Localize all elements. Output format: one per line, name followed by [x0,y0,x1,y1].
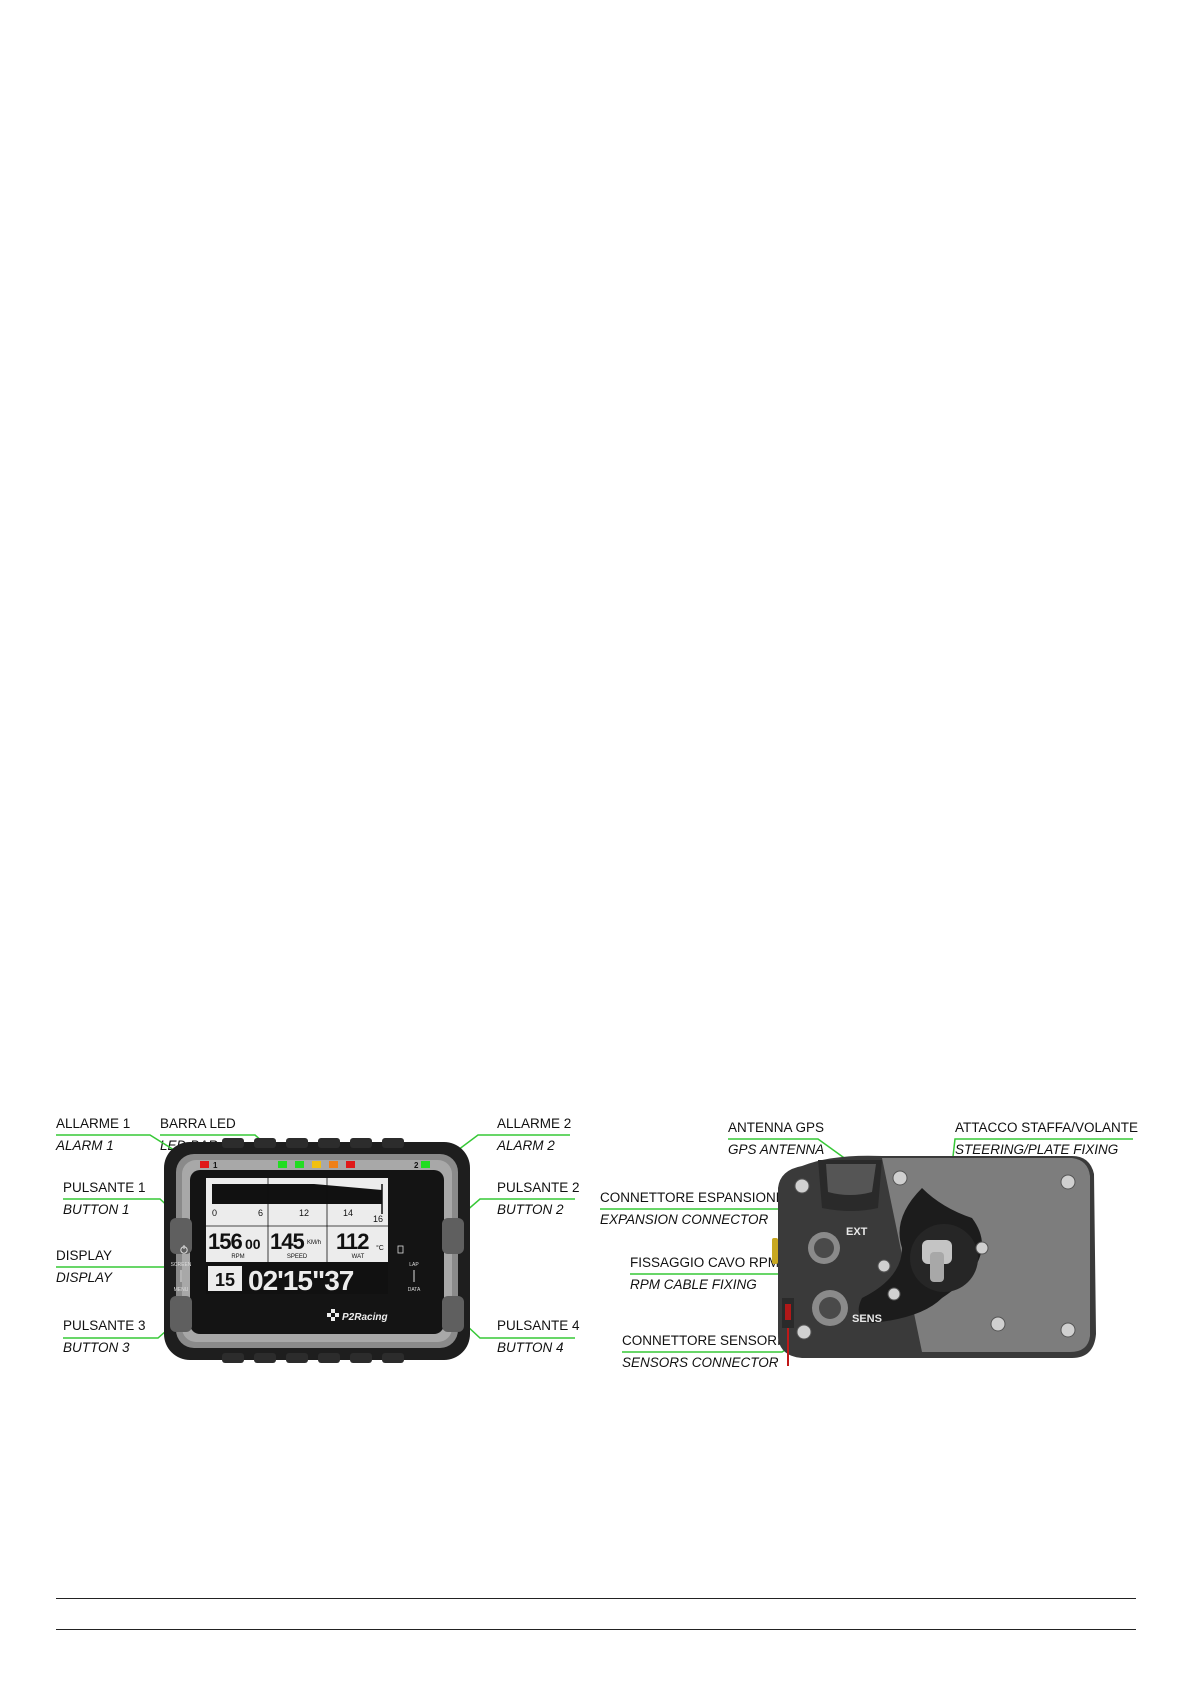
lap-label: LAP [409,1262,419,1268]
callout-rpm-sub: RPM CABLE FIXING [630,1277,757,1292]
gps-antenna-top [826,1164,876,1195]
callout-button2-main: PULSANTE 2 [497,1180,580,1195]
callout-button2: PULSANTE 2 BUTTON 2 [497,1180,580,1218]
back-device: EXT SENS [772,1155,1096,1366]
led-bar-3 [312,1161,321,1168]
callout-rpm: FISSAGGIO CAVO RPM RPM CABLE FIXING [630,1255,779,1293]
rpm-bar [212,1184,382,1204]
footer-rule-bottom [56,1629,1136,1630]
temp-unit: °C [376,1244,384,1252]
alarm2-number: 2 [414,1161,419,1170]
rpm-value: 156 [208,1229,242,1254]
scale-6: 6 [258,1208,263,1218]
callout-display-sub: DISPLAY [56,1270,113,1285]
led-bar-4 [329,1161,338,1168]
callout-button1-sub: BUTTON 1 [63,1202,130,1217]
callout-button4-main: PULSANTE 4 [497,1318,580,1333]
callout-alarm2: ALLARME 2 ALARM 2 [497,1116,571,1154]
brand-name: P2Racing [342,1312,388,1323]
brand-logo: P2Racing [327,1309,388,1323]
callout-expansion: CONNETTORE ESPANSIONE EXPANSION CONNECTO… [600,1190,785,1228]
led-bar-1 [278,1161,287,1168]
lap-number-box [208,1266,242,1291]
menu-label: MENU [174,1287,189,1293]
callout-expansion-main: CONNETTORE ESPANSIONE [600,1190,785,1205]
callout-sensors-sub: SENSORS CONNECTOR [622,1355,779,1370]
sens-label: SENS [852,1313,882,1325]
alarm1-led [200,1161,209,1168]
lap-time: 02'15"37 [248,1265,354,1296]
temp-value: 112 [336,1229,369,1254]
body-ridges [222,1138,404,1363]
screen-label: SCREEN [171,1262,192,1268]
callout-alarm1-main: ALLARME 1 [56,1116,131,1131]
button-2[interactable] [442,1218,464,1254]
speed-label: SPEED [287,1254,308,1260]
fixing-knob-stem [930,1252,944,1282]
callout-button1: PULSANTE 1 BUTTON 1 [63,1180,146,1218]
ext-label: EXT [846,1226,868,1238]
callout-button3-sub: BUTTON 3 [63,1340,130,1355]
rpm-decimals: 00 [245,1236,261,1252]
callout-button2-sub: BUTTON 2 [497,1202,564,1217]
scale-0: 0 [212,1208,217,1218]
callout-alarm1-sub: ALARM 1 [56,1138,114,1153]
scale-16: 16 [373,1214,383,1224]
callout-ledbar-main: BARRA LED [160,1116,236,1131]
data-label: DATA [408,1287,421,1293]
screws [794,1170,1076,1340]
speed-value: 145 [270,1229,304,1254]
callout-alarm1: ALLARME 1 ALARM 1 [56,1116,130,1154]
rpm-clip-red [785,1304,791,1320]
callout-button3: PULSANTE 3 BUTTON 3 [63,1318,146,1356]
callout-alarm2-sub: ALARM 2 [497,1138,555,1153]
callout-display-main: DISPLAY [56,1248,113,1263]
temp-label: WAT [352,1254,365,1260]
lcd-grid [206,1178,388,1274]
scale-14: 14 [343,1208,353,1218]
callout-button3-main: PULSANTE 3 [63,1318,146,1333]
led-bar-5 [346,1161,355,1168]
footer-rule-top [56,1598,1136,1599]
rpm-label: RPM [231,1254,244,1260]
side-plug [772,1238,778,1264]
button-3[interactable] [170,1296,192,1332]
callout-sensors: CONNETTORE SENSORI SENSORS CONNECTOR [622,1333,781,1371]
trash-icon [397,1245,404,1254]
button-4[interactable] [442,1296,464,1332]
callout-button4-sub: BUTTON 4 [497,1340,564,1355]
button-1[interactable] [170,1218,192,1254]
lap-number: 15 [215,1270,235,1290]
callout-rpm-main: FISSAGGIO CAVO RPM [630,1255,780,1270]
scale-12: 12 [299,1208,309,1218]
front-device: 1 2 SCREEN MENU LAP DATA 0 6 12 14 16 15… [164,1138,470,1363]
callout-expansion-sub: EXPANSION CONNECTOR [600,1212,769,1227]
callout-button4: PULSANTE 4 BUTTON 4 [497,1318,580,1356]
callout-gps-main: ANTENNA GPS [728,1120,825,1135]
ext-connector-inner [814,1238,834,1258]
callout-alarm2-main: ALLARME 2 [497,1116,572,1131]
alarm1-number: 1 [213,1161,218,1170]
callout-sensors-main: CONNETTORE SENSORI [622,1333,781,1348]
callout-button1-main: PULSANTE 1 [63,1180,146,1195]
led-bar-2 [295,1161,304,1168]
callout-display: DISPLAY DISPLAY [56,1248,112,1286]
callout-fixing-main: ATTACCO STAFFA/VOLANTE [955,1120,1139,1135]
alarm2-led [421,1161,430,1168]
sens-connector-inner [819,1297,841,1319]
speed-unit: KM/h [307,1240,321,1246]
